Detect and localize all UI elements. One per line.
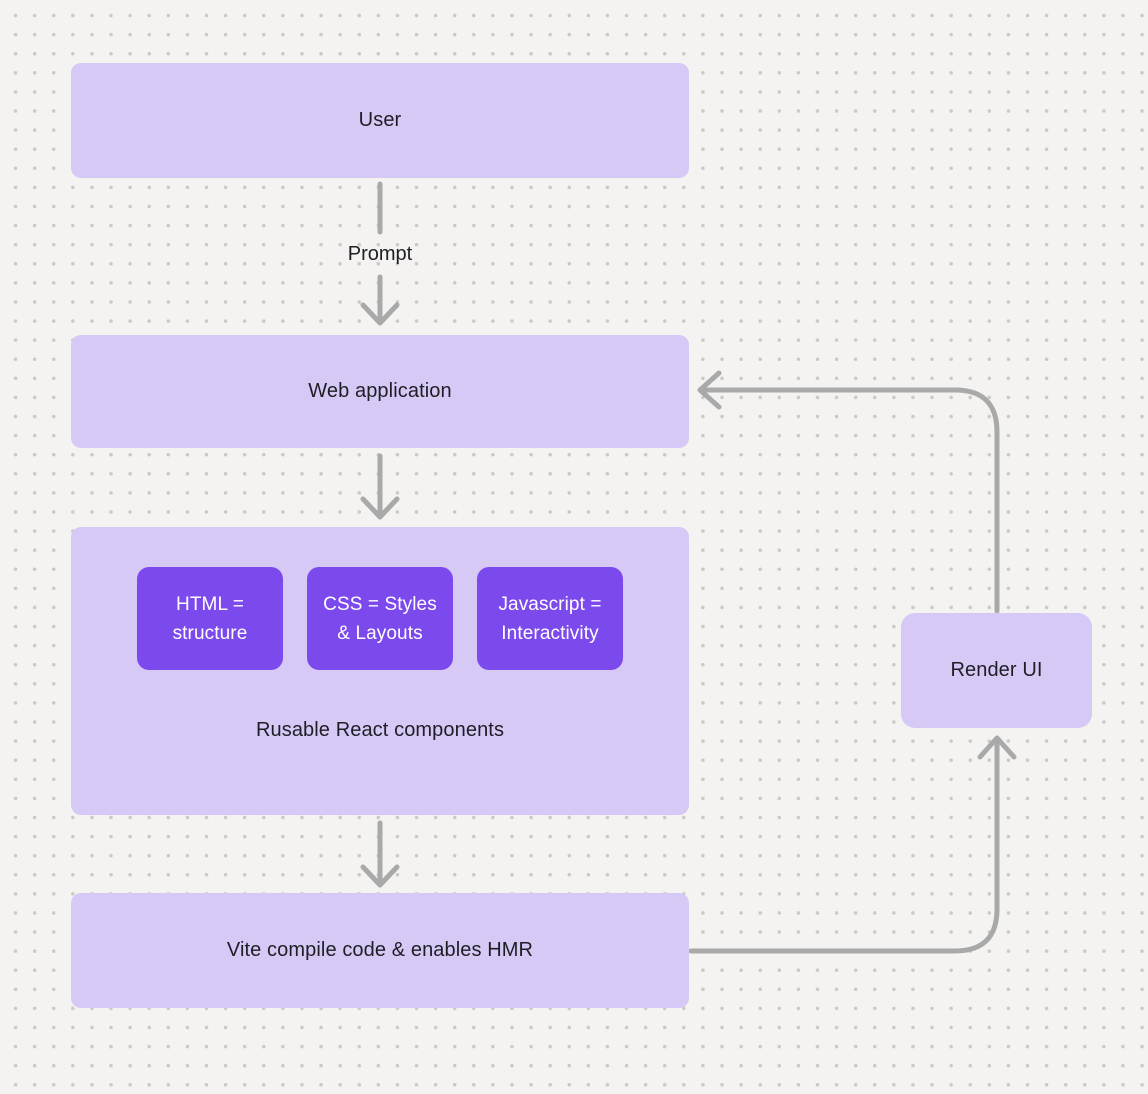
edge-user-to-web[interactable] xyxy=(360,181,400,326)
node-user[interactable]: User xyxy=(71,63,689,178)
node-render-ui-label: Render UI xyxy=(950,659,1043,681)
node-components-group[interactable]: HTML = structure CSS = Styles & Layouts … xyxy=(71,527,689,815)
chip-css[interactable]: CSS = Styles & Layouts xyxy=(307,567,453,670)
components-group-caption: Rusable React components xyxy=(255,719,505,741)
node-vite[interactable]: Vite compile code & enables HMR xyxy=(71,893,689,1008)
components-chip-row: HTML = structure CSS = Styles & Layouts … xyxy=(137,567,623,670)
chip-javascript-label: Javascript = Interactivity xyxy=(498,593,602,644)
edge-web-to-group[interactable] xyxy=(360,453,400,520)
node-web-application[interactable]: Web application xyxy=(71,335,689,448)
edge-render-to-web[interactable] xyxy=(697,370,1000,614)
edge-label-prompt[interactable]: Prompt xyxy=(347,243,413,265)
chip-css-label: CSS = Styles & Layouts xyxy=(323,593,437,644)
edge-group-to-vite[interactable] xyxy=(360,820,400,888)
chip-javascript[interactable]: Javascript = Interactivity xyxy=(477,567,623,670)
node-vite-label: Vite compile code & enables HMR xyxy=(226,939,534,961)
chip-html-label: HTML = structure xyxy=(172,593,248,644)
node-render-ui[interactable]: Render UI xyxy=(901,613,1092,728)
node-user-label: User xyxy=(358,109,402,131)
node-web-application-label: Web application xyxy=(308,380,452,402)
edge-vite-to-render[interactable] xyxy=(688,735,1017,954)
chip-html[interactable]: HTML = structure xyxy=(137,567,283,670)
